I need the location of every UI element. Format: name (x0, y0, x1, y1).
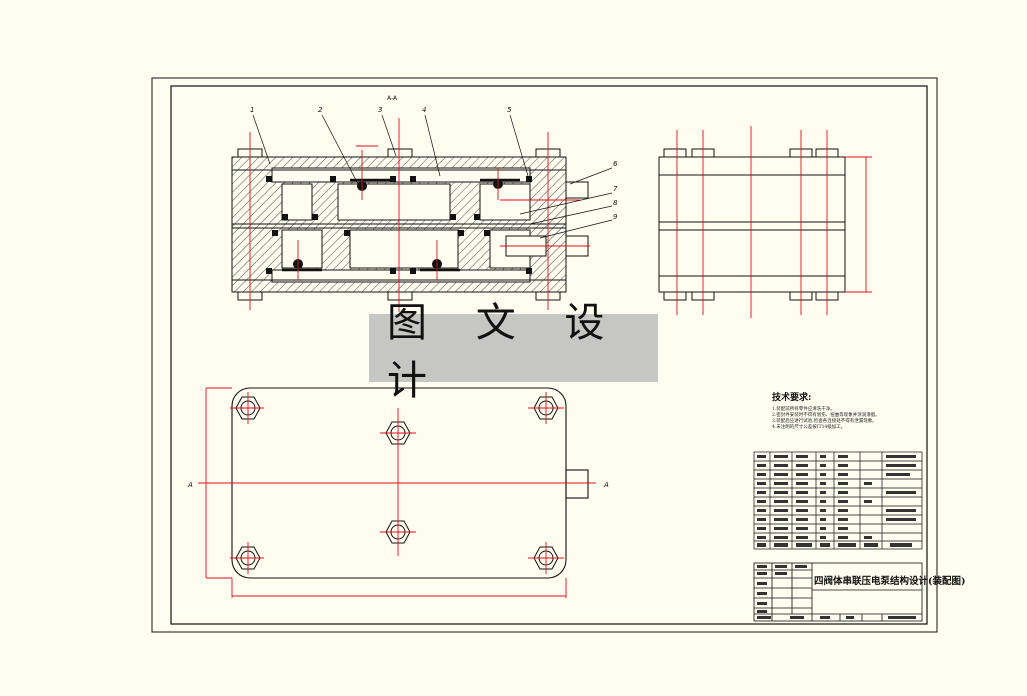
side-view (658, 148, 846, 301)
technical-requirement-line: 1.装配前所有零件应清洗干净。 (772, 407, 835, 412)
view-mark-right: A (603, 481, 609, 489)
title-block (753, 562, 923, 622)
title-block-marks (757, 565, 916, 619)
watermark-text: 图 文 设 计 (387, 300, 623, 404)
parts-list (753, 451, 923, 550)
part-label-8: 8 (613, 199, 618, 207)
part-label-4: 4 (422, 106, 426, 114)
drawing-title: 四阀体串联压电泵结构设计(装配图) (814, 576, 966, 587)
center-lines-top (198, 387, 596, 598)
leader-lines (252, 114, 613, 239)
seal-rings (266, 176, 532, 274)
view-mark-left: A (187, 481, 193, 489)
section-label: A-A (387, 95, 398, 102)
technical-requirement-line: 3.装配后应进行试验,检查各连接处不得有泄漏现象。 (772, 419, 877, 424)
part-label-1: 1 (250, 106, 254, 114)
technical-requirement-line: 4.未注明的尺寸公差按IT14级加工。 (772, 425, 846, 430)
view-marks: A A (187, 481, 609, 489)
center-lines-section (249, 118, 590, 312)
part-labels: 1 2 3 4 5 6 7 8 9 (250, 106, 618, 221)
technical-requirements-title: 技术要求: (772, 393, 812, 403)
technical-requirement-line: 2.密封件安装时不得有划伤、扭曲等现象并涂润滑脂。 (772, 413, 880, 418)
part-label-2: 2 (318, 106, 323, 114)
inner-border (170, 85, 928, 625)
part-label-3: 3 (378, 106, 382, 114)
outer-border (151, 77, 938, 633)
watermark-banner: 图 文 设 计 (369, 300, 658, 404)
section-view-a-a (231, 148, 589, 301)
part-label-6: 6 (613, 160, 618, 168)
part-label-9: 9 (613, 213, 618, 221)
center-lines-side (676, 126, 872, 318)
part-label-7: 7 (613, 185, 618, 193)
parts-list-marks (757, 455, 916, 547)
part-label-5: 5 (507, 106, 512, 114)
technical-requirements: 技术要求: 1.装配前所有零件应清洗干净。 2.密封件安装时不得有划伤、扭曲等现… (772, 390, 912, 431)
